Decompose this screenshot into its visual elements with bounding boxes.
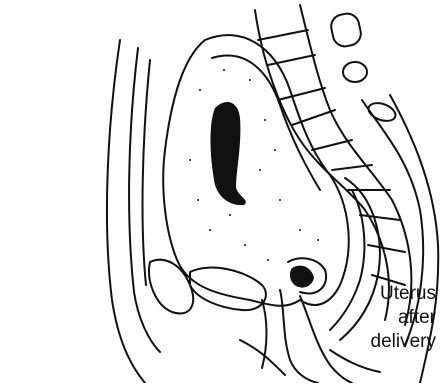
vertebral-body-2 (343, 62, 367, 82)
bladder (190, 268, 266, 311)
cervical-canal (290, 266, 314, 288)
vertebra-8 (360, 215, 400, 220)
caption-line-2: after (326, 306, 436, 330)
figure-caption: Uterus after delivery (326, 282, 436, 354)
perineum (240, 340, 285, 375)
myometrium-stipple (189, 69, 319, 261)
vertebra-5 (312, 140, 352, 150)
caption-line-1: Uterus (326, 282, 436, 306)
spine-back (300, 5, 411, 325)
caption-line-3: delivery (326, 330, 436, 354)
vertebra-6 (332, 165, 372, 170)
vertebral-body-1 (329, 11, 363, 48)
vertebra-3 (278, 88, 325, 100)
abdominal-wall-layer (143, 60, 150, 285)
vertebra-9 (368, 245, 405, 252)
uterine-cavity (210, 102, 245, 205)
abdominal-wall-inner (129, 48, 160, 352)
pubic-bone (149, 260, 193, 314)
abdominal-wall-outer (107, 40, 145, 383)
vertebra-1 (258, 30, 308, 40)
